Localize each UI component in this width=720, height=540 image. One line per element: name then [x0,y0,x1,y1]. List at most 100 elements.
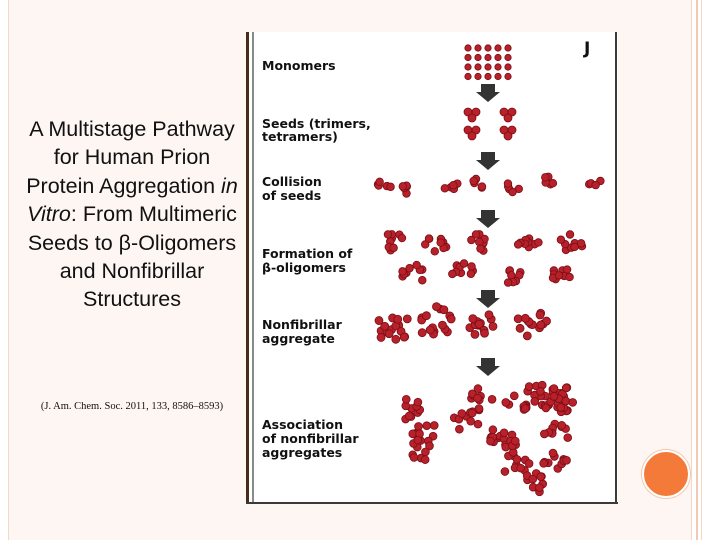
aggregate-particle [536,320,546,330]
monomer-particle [504,44,512,52]
aggregate-particle [402,314,412,324]
association-particle [500,467,510,476]
monomer-particle [474,63,482,71]
aggregate-particle [520,313,530,323]
oligomer-particle [570,242,579,252]
seed-particle [467,131,477,141]
association-particle [414,422,423,431]
particle-group [373,44,605,497]
collision-particle [477,182,487,191]
association-particle [548,448,558,458]
panel-letter: J [583,39,590,59]
association-particle [473,419,483,429]
seed-particle [507,125,517,135]
aggregate-particle [535,310,545,320]
oligomer-particle [467,235,476,245]
association-particle [467,408,477,418]
oligomer-particle [554,271,564,280]
aggregate-particle [380,321,390,331]
oligomer-particle [576,239,586,248]
aggregate-particle [470,329,480,339]
stage-label-nonfibrillar-2: aggregate [262,331,335,346]
oligomer-particle [424,234,434,243]
oligomer-particle [430,247,439,256]
collision-particle [440,184,450,193]
oligomer-particle [503,278,513,287]
association-particle [561,383,571,393]
monomer-particle [464,63,472,71]
aggregate-particle [384,329,394,339]
stage-label-seeds-2: tetramers) [262,129,338,144]
monomer-particle [504,72,512,81]
down-arrow-icon [476,84,500,102]
oligomer-particle [397,233,407,243]
stage-label-oligomers-2: β-oligomers [262,260,346,275]
monomer-particle [484,53,492,62]
association-particle [539,459,548,468]
association-particle [524,459,534,468]
oligomer-particle [459,259,469,268]
aggregate-particle [399,332,409,342]
aggregation-figure: J Monomers Seeds (trimers, tetramers) Co… [246,32,618,504]
association-particle [530,397,540,406]
association-particle [516,463,525,473]
association-particle [487,395,497,404]
monomer-particle [464,44,472,52]
seed-particle [471,107,481,117]
monomer-particle [474,72,482,81]
association-particle [413,397,423,407]
association-particle [510,436,520,446]
collision-particle [541,173,550,182]
monomer-particle [504,53,512,62]
association-particle [466,416,476,426]
association-particle [568,398,577,407]
association-particle [501,398,511,407]
arrow-group [476,84,500,376]
association-particle [404,411,414,421]
oligomer-particle [448,269,457,279]
stage-label-association-2: of nonfibrillar [262,431,359,446]
seed-particle [503,131,513,141]
slide-title: A Multistage Pathway for Human Prion Pro… [24,115,240,314]
association-particle [420,455,430,464]
association-particle [556,403,566,412]
association-particle [429,421,439,430]
association-particle [540,429,549,439]
monomer-particle [474,44,482,52]
aggregate-particle [393,314,403,324]
aggregate-particle [468,314,478,324]
title-part1: A Multistage Pathway for Human Prion Pro… [26,117,235,198]
monomer-particle [494,72,502,81]
association-particle [528,474,538,484]
stage-label-association: Association [262,417,343,432]
aggregate-particle [488,321,498,331]
aggregate-particle [484,310,494,320]
association-particle [562,456,571,465]
stage-label-oligomers: Formation of [262,246,353,261]
monomer-particle [484,44,492,52]
aggregate-particle [391,334,401,344]
monomer-particle [464,53,472,62]
association-particle [563,433,573,442]
association-particle [557,421,567,430]
aggregate-particle [376,333,386,342]
oligomer-particle [466,269,476,279]
association-particle [536,472,546,481]
association-particle [457,409,467,418]
aggregate-particle [422,311,431,321]
collision-particle [591,180,600,190]
down-arrow-icon [476,210,500,228]
oligomer-particle [556,235,566,244]
aggregate-particle [474,319,484,329]
title-part2: : From Multimeric Seeds to β-Oligomers a… [27,202,237,312]
down-arrow-icon [476,152,500,170]
aggregate-particle [374,316,384,325]
seed-particle [471,125,481,135]
oligomer-particle [513,240,523,249]
association-particle [524,382,534,391]
stage-label-collision-2: of seeds [262,188,321,203]
oligomer-particle [565,272,574,282]
association-particle [509,391,519,401]
aggregate-particle [480,328,489,338]
collision-particle [398,182,408,191]
